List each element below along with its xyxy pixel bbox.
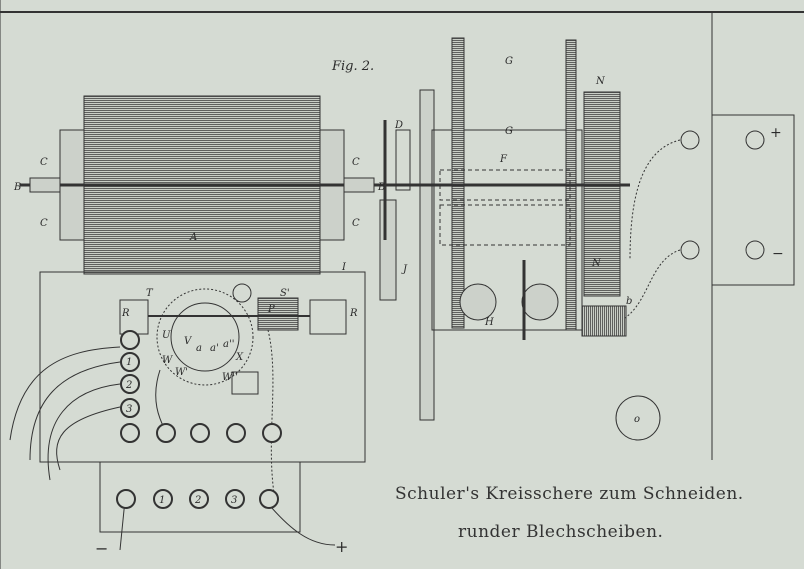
plus-label: + xyxy=(335,537,348,556)
label-P: P xyxy=(267,304,275,315)
label-N1: N xyxy=(595,76,606,87)
label-T: T xyxy=(146,288,154,299)
label-X: X xyxy=(235,352,244,363)
label-C1: C xyxy=(40,157,48,168)
label-G2: G xyxy=(505,126,513,137)
label-b: b xyxy=(626,296,632,307)
figure-title: Fig. 2. xyxy=(331,59,374,74)
label-H: H xyxy=(484,317,494,328)
minus-label: − xyxy=(95,539,108,558)
label-A: A xyxy=(189,232,197,243)
panel-plus-label: + xyxy=(770,125,782,141)
bottom-terminal-1: 1 xyxy=(159,495,165,506)
label-a2: a'' xyxy=(223,339,234,350)
label-R-left: R xyxy=(121,308,130,319)
terminal-2: 2 xyxy=(125,380,132,391)
caption-line-1: Schuler's Kreisschere zum Schneiden. xyxy=(395,484,744,504)
label-I: I xyxy=(341,262,347,273)
label-S: S' xyxy=(280,288,290,299)
label-F: F xyxy=(499,154,508,165)
label-W1: W' xyxy=(175,367,188,378)
label-C4: C xyxy=(352,218,360,229)
label-C2: C xyxy=(40,218,48,229)
terminals xyxy=(116,330,282,509)
label-G1: G xyxy=(505,56,513,67)
label-C3: C xyxy=(352,157,360,168)
bottom-terminal-3: 3 xyxy=(231,495,237,506)
label-a1: a' xyxy=(210,343,219,354)
label-U: U xyxy=(162,330,171,341)
label-W2: W'' xyxy=(222,372,238,383)
panel-minus-label: − xyxy=(772,246,784,262)
label-D: D xyxy=(394,120,403,131)
caption-line-2: runder Blechscheiben. xyxy=(458,522,664,542)
terminal-1: 1 xyxy=(126,357,132,368)
label-B-right: B xyxy=(377,182,385,193)
terminal-3: 3 xyxy=(126,404,132,415)
label-B-left: B xyxy=(13,182,21,193)
label-o: o xyxy=(634,414,640,425)
bottom-terminal-2: 2 xyxy=(194,495,201,506)
label-J: J xyxy=(401,264,408,275)
magnet-drum-A xyxy=(20,95,400,275)
label-N2: N xyxy=(591,258,602,269)
label-W: W xyxy=(162,355,173,366)
label-V: V xyxy=(184,336,193,347)
label-R-right: R xyxy=(349,308,358,319)
label-a: a xyxy=(196,343,202,354)
